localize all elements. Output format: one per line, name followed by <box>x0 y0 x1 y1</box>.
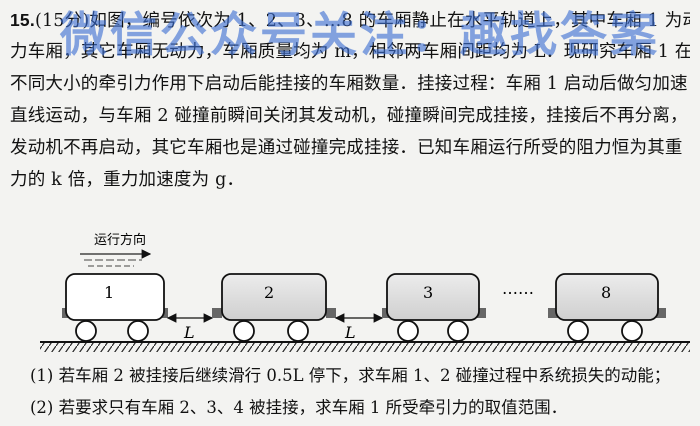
question-line-6: 力的 k 倍，重力加速度为 g． <box>10 164 690 196</box>
gap-1-2: L <box>166 313 214 342</box>
car-1: 1 <box>62 273 168 342</box>
train-figure: 运行方向 1 L 2 L 3 <box>40 232 690 352</box>
car-8: 8 <box>548 273 666 342</box>
car-3-label: 3 <box>423 283 433 302</box>
car-8-label: 8 <box>601 283 611 302</box>
question-line-3: 不同大小的牵引力作用下启动后能挂接的车厢数量．挂接过程：车厢 1 启动后做匀加速 <box>10 68 690 100</box>
car-3: 3 <box>382 273 486 342</box>
question-line-4: 直线运动，与车厢 2 碰撞前瞬间关闭其发动机，碰撞瞬间完成挂接，挂接后不再分离， <box>10 100 690 132</box>
question-number: 15. <box>10 10 35 30</box>
car-2: 2 <box>212 273 336 342</box>
question-text-5: 发动机不再启动，其它车厢也是通过碰撞完成挂接．已知车厢运行所受的阻力恒为其重 <box>10 138 683 158</box>
question-body: 15.(15分)如图，编号依次为 1、2、3、…8 的车厢静止在水平轨道上，其中… <box>10 4 690 196</box>
question-line-5: 发动机不再启动，其它车厢也是通过碰撞完成挂接．已知车厢运行所受的阻力恒为其重 <box>10 132 690 164</box>
car-2-label: 2 <box>264 283 274 302</box>
track-ground <box>40 342 690 352</box>
sub-question-2: (2) 若要求只有车厢 2、3、4 被挂接，求车厢 1 所受牵引力的取值范围． <box>30 398 568 417</box>
question-text-2: 力车厢，其它车厢无动力，车厢质量均为 m，相邻两车厢间距均为 L．现研究车厢 1… <box>10 42 690 62</box>
question-text-1: 如图，编号依次为 1、2、3、…8 的车厢静止在水平轨道上，其中车厢 1 为动 <box>89 11 690 31</box>
cars-ellipsis: …… <box>502 279 534 298</box>
question-text-3: 不同大小的牵引力作用下启动后能挂接的车厢数量．挂接过程：车厢 1 启动后做匀加速 <box>10 74 688 94</box>
question-text-4: 直线运动，与车厢 2 碰撞前瞬间关闭其发动机，碰撞瞬间完成挂接，挂接后不再分离， <box>10 106 688 126</box>
car-1-label: 1 <box>104 283 114 302</box>
direction-arrow-icon <box>80 249 152 267</box>
question-text-6: 力的 k 倍，重力加速度为 g． <box>10 170 245 190</box>
gap-2-3: L <box>334 313 384 342</box>
question-line-2: 力车厢，其它车厢无动力，车厢质量均为 m，相邻两车厢间距均为 L．现研究车厢 1… <box>10 36 690 68</box>
gap-label-1: L <box>183 323 195 342</box>
question-line-1: 15.(15分)如图，编号依次为 1、2、3、…8 的车厢静止在水平轨道上，其中… <box>10 4 690 36</box>
gap-label-2: L <box>344 323 356 342</box>
direction-label: 运行方向 <box>94 232 146 248</box>
sub-question-1: (1) 若车厢 2 被挂接后继续滑行 0.5L 停下，求车厢 1、2 碰撞过程中… <box>30 366 671 385</box>
question-score: (15分) <box>34 11 90 31</box>
